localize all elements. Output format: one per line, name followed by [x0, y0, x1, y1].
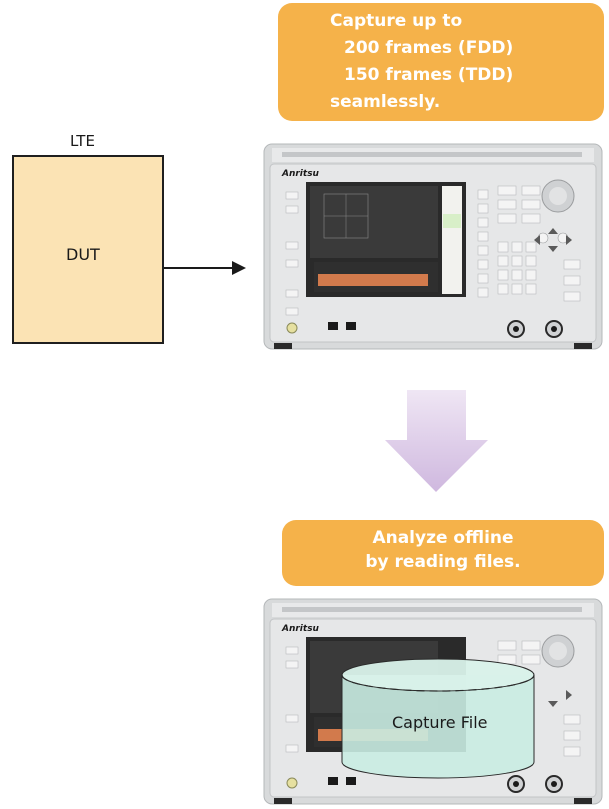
- dut-label: DUT: [66, 245, 100, 264]
- dut-to-instrument-arrow: [164, 261, 246, 275]
- analyze-callout: Analyze offline by reading files.: [282, 520, 604, 586]
- capture-file-label: Capture File: [392, 713, 488, 732]
- callout-bottom-line-1: Analyze offline: [372, 528, 514, 548]
- signal-analyzer-top: Anritsu: [263, 143, 603, 350]
- brand-logo: Anritsu: [281, 624, 320, 634]
- capture-file-cylinder: [341, 658, 535, 779]
- callout-line-4: seamlessly.: [330, 92, 441, 112]
- capture-callout: Capture up to 200 frames (FDD) 150 frame…: [278, 3, 604, 121]
- process-down-arrow: [385, 390, 488, 492]
- lte-label: LTE: [70, 132, 95, 150]
- callout-line-1: Capture up to: [330, 11, 463, 31]
- dut-box: DUT: [12, 155, 164, 344]
- brand-logo: Anritsu: [281, 169, 320, 179]
- callout-line-2: 200 frames (FDD): [344, 38, 514, 58]
- callout-line-3: 150 frames (TDD): [344, 65, 514, 85]
- signal-analyzer-bottom: Anritsu: [263, 598, 603, 805]
- callout-bottom-line-2: by reading files.: [365, 552, 521, 572]
